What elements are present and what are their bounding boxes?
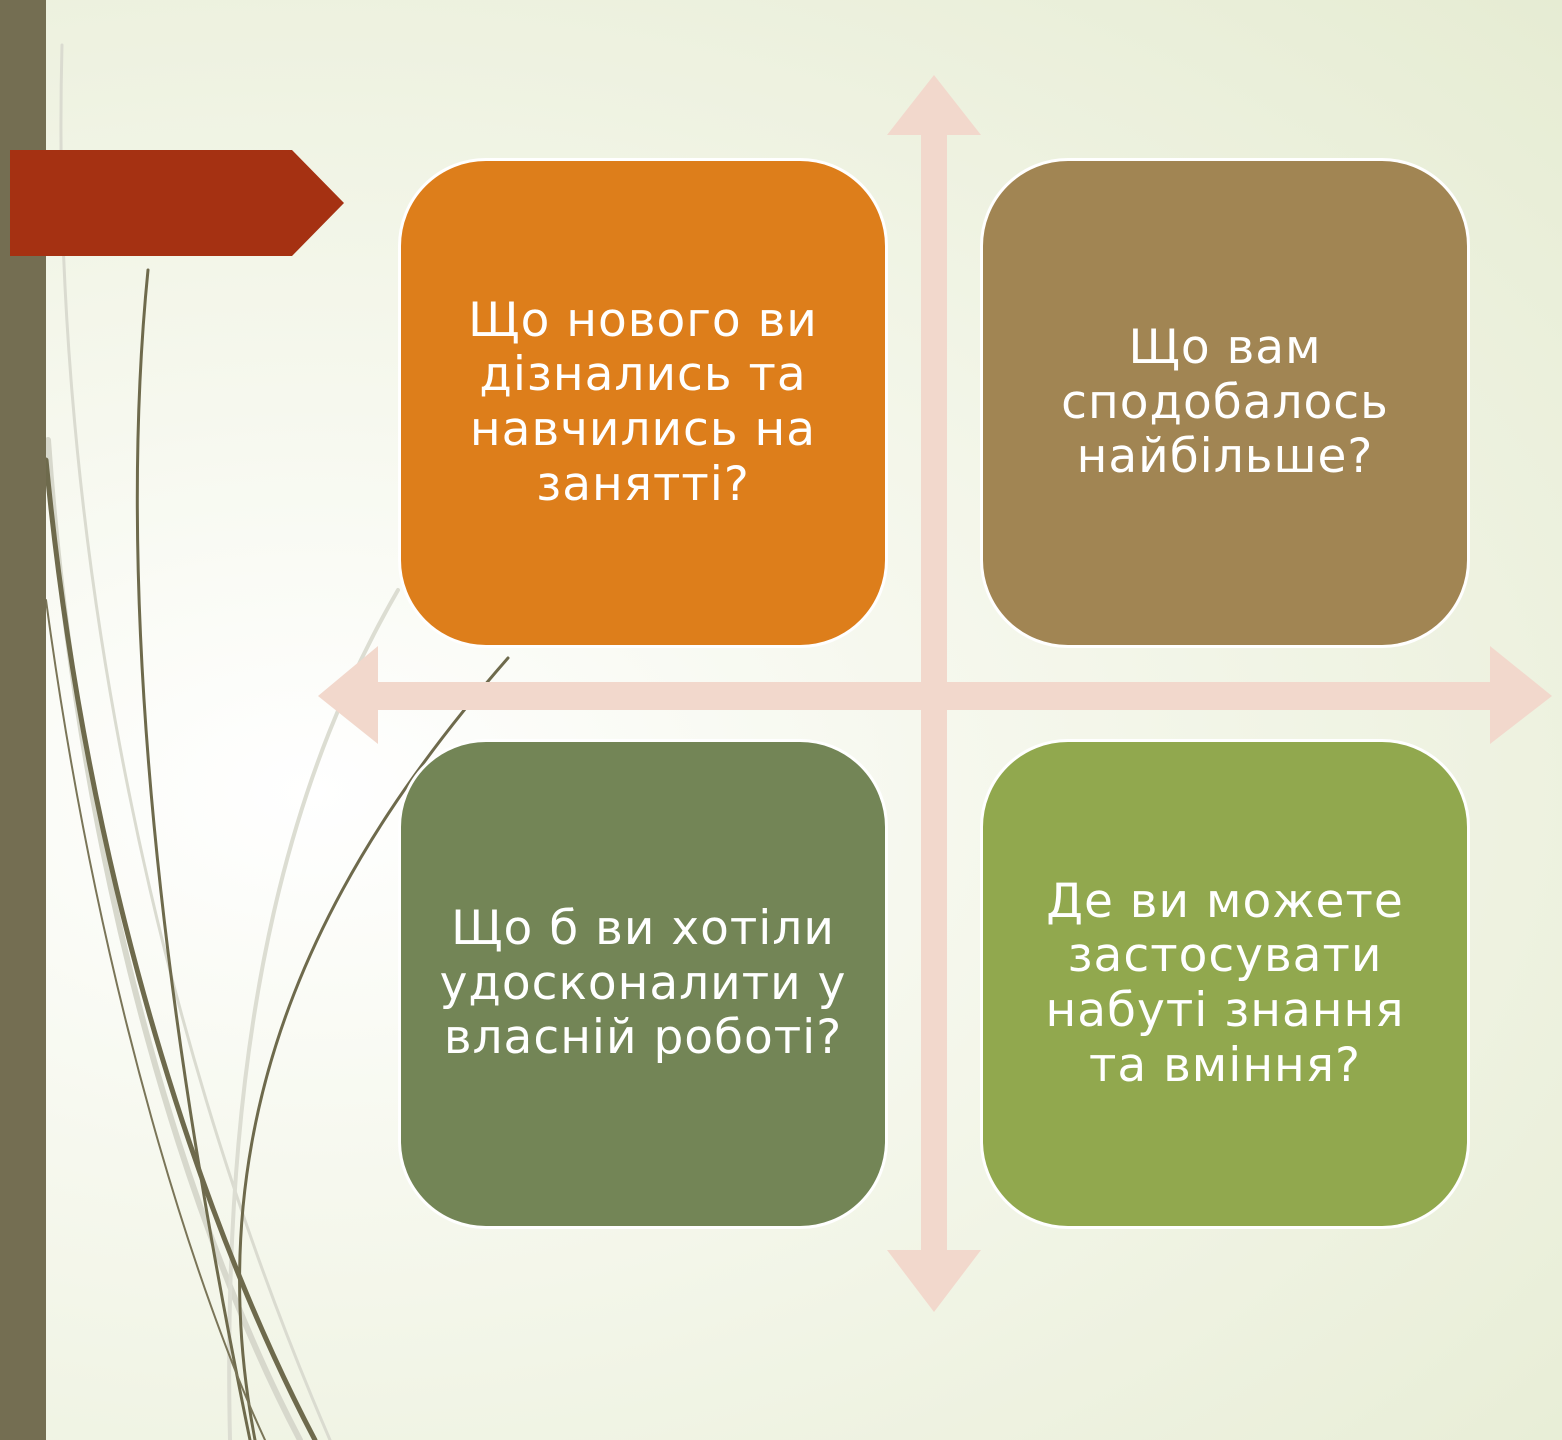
quadrant-bottom-left: Що б ви хотіли удосконалити у власній ро… [398, 739, 888, 1229]
title-banner [10, 150, 344, 256]
quadrant-top-left: Що нового ви дізнались та навчились на з… [398, 158, 888, 648]
arrow-right [1490, 646, 1552, 744]
arrow-up [887, 75, 981, 135]
curve-dark-3 [238, 656, 510, 1440]
quadrant-top-right: Що вам сподобалось найбільше? [980, 158, 1470, 648]
quadrant-top-right-text: Що вам сподобалось найбільше? [1061, 320, 1389, 485]
arrow-left [318, 646, 378, 744]
quadrant-top-left-text: Що нового ви дізнались та навчились на з… [468, 292, 818, 512]
curve-dark-4 [45, 599, 266, 1440]
arrow-down [887, 1250, 981, 1312]
curve-dark-2 [43, 457, 318, 1440]
quadrant-bottom-left-text: Що б ви хотіли удосконалити у власній ро… [439, 901, 847, 1066]
quadrant-bottom-right: Де ви можете застосувати набуті знання т… [980, 739, 1470, 1229]
quadrant-bottom-right-text: Де ви можете застосувати набуті знання т… [1045, 873, 1405, 1093]
curve-dark-1 [135, 268, 252, 1440]
horizontal-axis [378, 682, 1490, 710]
